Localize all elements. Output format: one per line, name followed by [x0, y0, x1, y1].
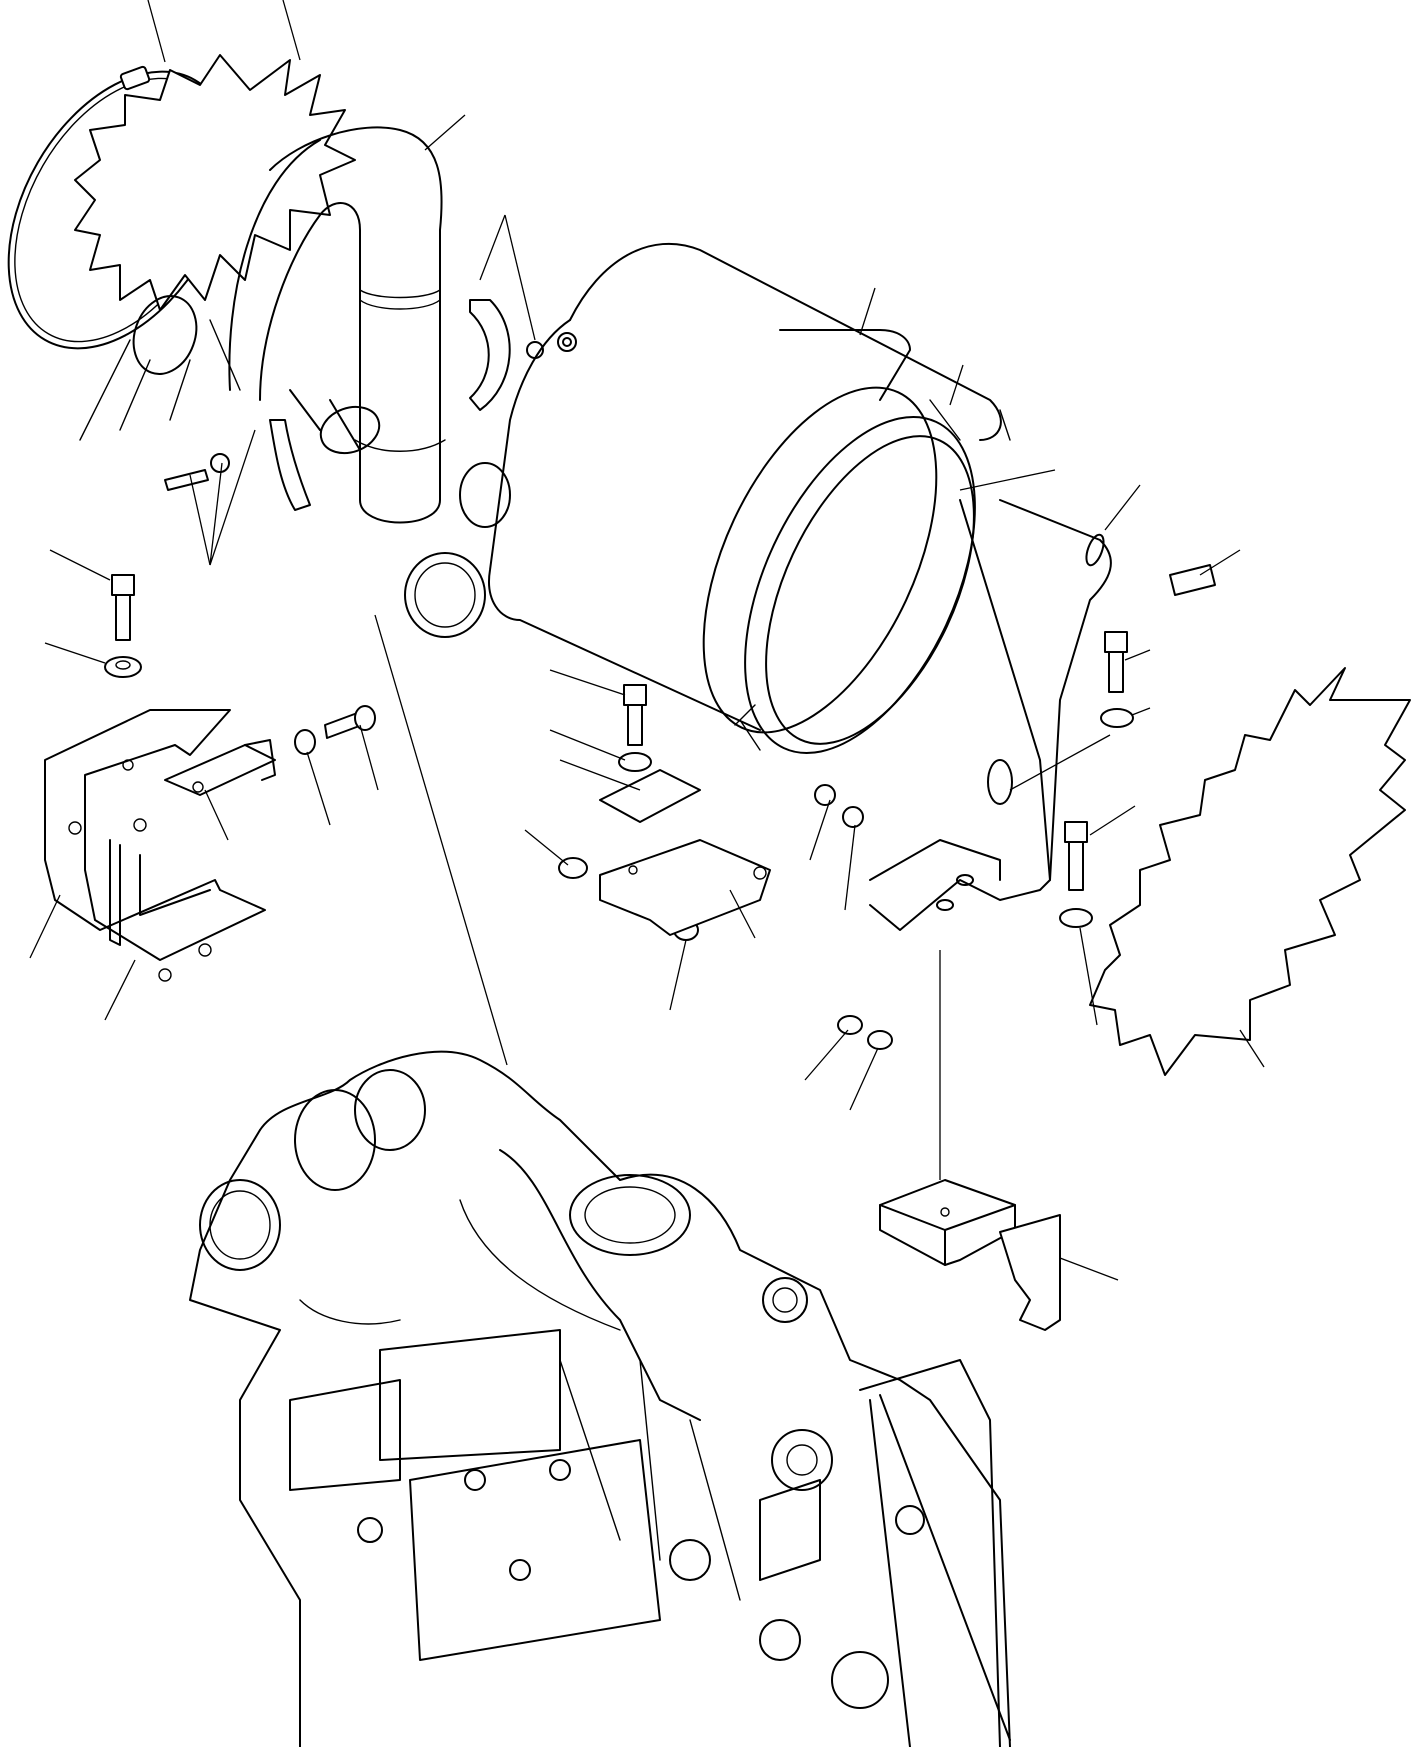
flat-plate [164, 739, 276, 796]
engine-block [189, 1050, 1011, 1747]
heat-shield-star [74, 54, 356, 441]
pipe-clamp [164, 299, 577, 511]
muffler-strap-band [734, 399, 1011, 751]
muffler-support-bracket [869, 499, 1112, 931]
callout-leaders [29, 0, 1265, 1281]
side-support-bracket [44, 709, 266, 982]
muffler-mount-bracket [599, 769, 771, 936]
lower-mount-bracket [879, 1179, 1061, 1331]
exhaust-elbow-pipe [228, 126, 446, 524]
muffler [404, 242, 1002, 755]
gasket-star [1089, 667, 1411, 1076]
